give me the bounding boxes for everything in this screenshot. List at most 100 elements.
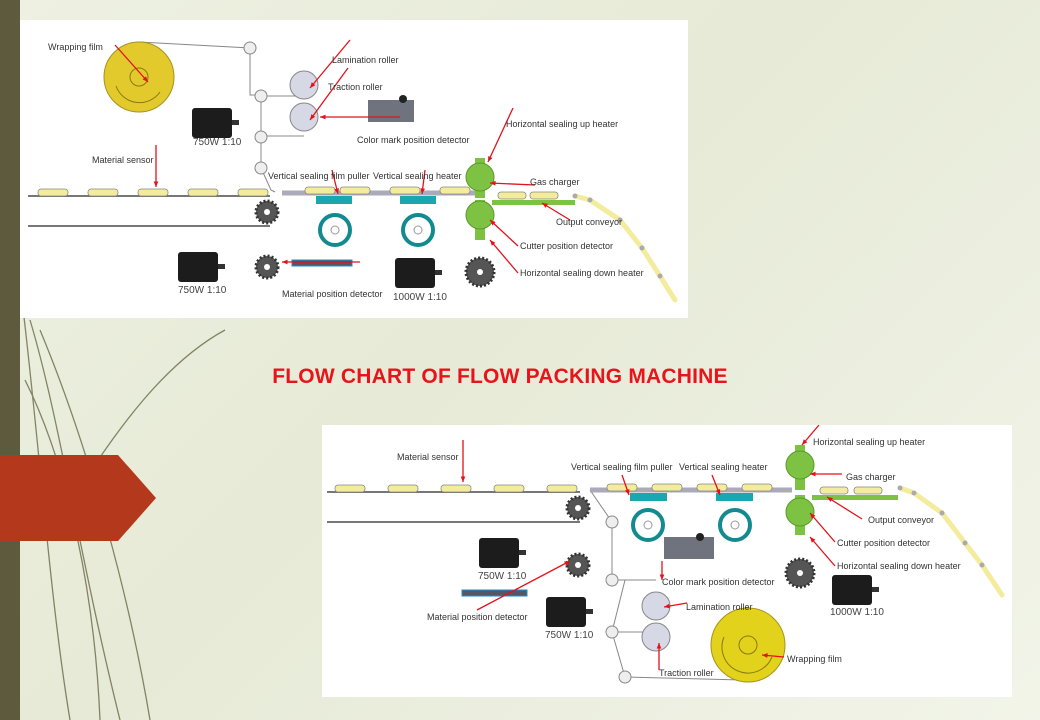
vertical-heater-wheel <box>718 508 752 542</box>
arrowhead <box>153 181 159 187</box>
guide-roller <box>254 130 268 144</box>
product-pack <box>853 486 883 495</box>
label-motor-film: 750W 1:10 <box>193 137 242 148</box>
arrowhead <box>664 603 670 609</box>
label-motor-conveyor: 750W 1:10 <box>178 285 227 296</box>
label-cutter-detector: Cutter position detector <box>520 241 613 251</box>
pointer-arrow <box>809 536 836 567</box>
gear-hub <box>575 562 581 568</box>
label-material-position-detector: Material position detector <box>427 612 528 622</box>
product-pack <box>651 483 683 492</box>
product-pack <box>529 191 559 200</box>
film-puller-wheel <box>631 508 665 542</box>
pointer-arrow <box>309 67 349 121</box>
label-output-conveyor: Output conveyor <box>868 515 934 525</box>
arrowhead <box>810 471 816 477</box>
guide-roller <box>605 625 619 639</box>
arrowhead <box>802 439 808 445</box>
color-mark-detector-device <box>368 95 414 122</box>
product-pack <box>819 486 849 495</box>
extras-top <box>37 39 678 303</box>
servo-motor <box>192 108 239 138</box>
pointer-arrow <box>114 44 149 83</box>
seal-joint <box>657 273 663 279</box>
product-pack <box>339 186 371 195</box>
product-pack <box>37 188 69 197</box>
seal-joint <box>587 197 593 203</box>
arrowhead <box>762 653 768 658</box>
arrowhead <box>488 156 493 162</box>
arrowhead <box>624 489 630 495</box>
arrowhead <box>142 76 148 82</box>
pointer-arrow <box>826 496 863 520</box>
seal-joint <box>979 562 985 568</box>
color-mark-detector-device <box>664 533 714 559</box>
gear-sprocket <box>464 256 496 288</box>
product-pack <box>187 188 219 197</box>
horizontal-sealing-up-heater <box>785 445 815 490</box>
output-conveyor-bar <box>812 495 898 500</box>
seal-joint <box>639 245 645 251</box>
guide-roller <box>605 515 619 529</box>
accent-arrow-tab <box>0 455 156 541</box>
label-vertical-heater: Vertical sealing heater <box>373 171 462 181</box>
label-motor-film: 750W 1:10 <box>545 630 594 641</box>
packed-product <box>572 193 593 203</box>
label-wrapping-film: Wrapping film <box>787 654 842 664</box>
label-color-mark-detector: Color mark position detector <box>662 577 775 587</box>
diagram-bottom: Horizontal sealing up heater Material se… <box>322 425 1012 697</box>
seal-joint <box>911 490 917 496</box>
lamination-roller <box>289 70 319 100</box>
label-horizontal-up-heater: Horizontal sealing up heater <box>813 437 925 447</box>
arrowhead <box>490 180 496 186</box>
arrowhead <box>490 220 496 226</box>
label-horizontal-down-heater: Horizontal sealing down heater <box>520 268 644 278</box>
label-horizontal-down-heater: Horizontal sealing down heater <box>837 561 961 571</box>
arrowhead <box>460 476 466 482</box>
motor-body <box>178 252 218 282</box>
label-material-position-detector: Material position detector <box>282 289 383 299</box>
gear-sprocket <box>784 557 816 589</box>
label-motor-conveyor: 750W 1:10 <box>478 571 527 582</box>
gear-hub <box>264 209 270 215</box>
arrowhead <box>542 203 548 208</box>
arrowhead <box>827 497 833 502</box>
motor-shaft <box>232 120 239 125</box>
label-lamination-roller: Lamination roller <box>332 55 399 65</box>
label-traction-roller: Traction roller <box>659 668 714 678</box>
servo-motor <box>546 597 593 627</box>
servo-motor <box>479 538 526 568</box>
packed-product <box>657 273 678 303</box>
seal-joint <box>572 193 578 199</box>
label-vertical-film-puller: Vertical sealing film puller <box>571 462 673 472</box>
pointer-arrow <box>489 182 536 186</box>
product-pack <box>497 191 527 200</box>
arrowhead <box>310 82 316 88</box>
packed-product <box>617 217 645 251</box>
pointer-arrow <box>809 512 836 543</box>
slide-title: FLOW CHART OF FLOW PACKING MACHINE <box>272 365 728 388</box>
arrowhead <box>659 574 665 580</box>
gear-hub <box>477 269 483 275</box>
motor-shaft <box>218 264 225 269</box>
arrowhead <box>810 537 816 543</box>
product-pack <box>389 186 421 195</box>
motor-shaft <box>586 609 593 614</box>
label-horizontal-up-heater: Horizontal sealing up heater <box>506 119 618 129</box>
arrowhead <box>656 643 662 649</box>
seal-joint <box>962 540 968 546</box>
guide-roller <box>243 41 257 55</box>
teal-film-puller-pad <box>630 493 667 501</box>
gear-sprocket <box>254 254 280 280</box>
servo-motor <box>832 575 879 605</box>
product-pack <box>304 186 336 195</box>
arrowhead <box>564 561 570 566</box>
product-pack <box>606 483 638 492</box>
arrowhead <box>715 489 721 495</box>
label-traction-roller: Traction roller <box>328 82 383 92</box>
pointer-arrow <box>309 39 351 89</box>
arrowhead <box>320 114 326 120</box>
label-vertical-film-puller: Vertical sealing film puller <box>268 171 370 181</box>
packed-product <box>911 490 945 516</box>
wrapping-film-roll <box>103 41 175 113</box>
